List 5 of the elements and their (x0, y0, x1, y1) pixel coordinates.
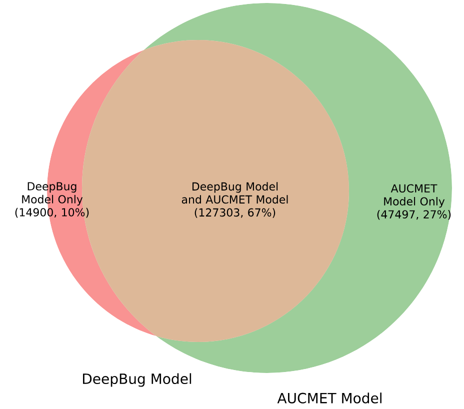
region-label: DeepBug Model and AUCMET Model (127303, 67%) (182, 182, 288, 218)
set-label: DeepBug Model (83, 373, 192, 387)
set-label: AUCMET Model (277, 392, 382, 404)
region-label: DeepBug Model Only (14900, 10%) (15, 182, 89, 218)
region-label: AUCMET Model Only (47497, 27%) (377, 184, 451, 220)
